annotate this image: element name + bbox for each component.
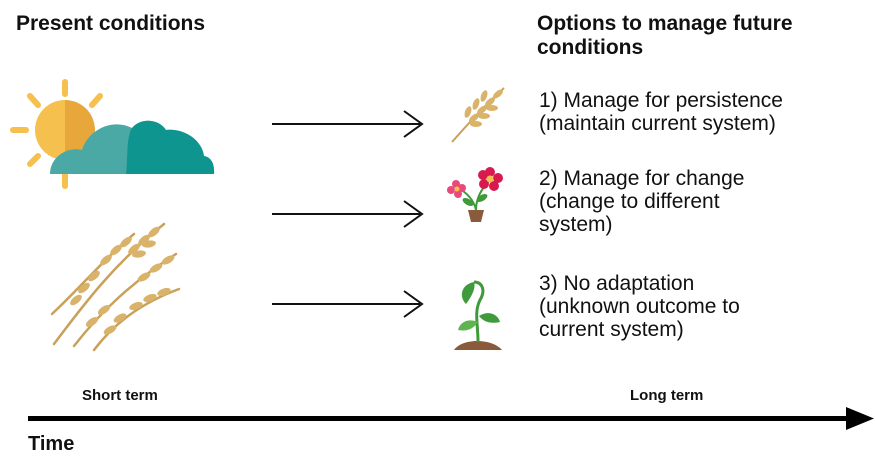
option-2-line-2: (change to different (539, 190, 720, 213)
option-1-line-2: (maintain current system) (539, 112, 776, 135)
future-options-title: Options to manage future conditions (537, 12, 793, 59)
wheat-bundle-icon (50, 222, 181, 352)
present-conditions-title: Present conditions (16, 12, 206, 35)
option-2-line-3: system) (539, 213, 613, 236)
arrow-1 (272, 110, 424, 138)
short-term-label: Short term (82, 387, 158, 404)
wheat-icon (451, 87, 505, 143)
time-axis-label: Time (28, 433, 75, 455)
option-2-text: 2) Manage for change (change to differen… (539, 167, 744, 236)
sun-cloud-icon (10, 79, 215, 189)
option-3-line-2: (unknown outcome to (539, 295, 740, 318)
time-axis-arrow (28, 407, 874, 430)
arrow-2 (272, 200, 424, 228)
option-2-line-1: 2) Manage for change (539, 167, 745, 190)
long-term-label: Long term (630, 387, 704, 404)
flower-pot-icon (447, 167, 503, 222)
option-1-text: 1) Manage for persistence (maintain curr… (539, 89, 783, 135)
option-3-line-1: 3) No adaptation (539, 272, 695, 295)
option-3-line-3: current system) (539, 318, 684, 341)
arrow-3 (272, 290, 424, 318)
option-3-text: 3) No adaptation (unknown outcome to cur… (539, 272, 740, 341)
seedling-icon (454, 280, 502, 350)
option-1-line-1: 1) Manage for persistence (539, 89, 783, 112)
